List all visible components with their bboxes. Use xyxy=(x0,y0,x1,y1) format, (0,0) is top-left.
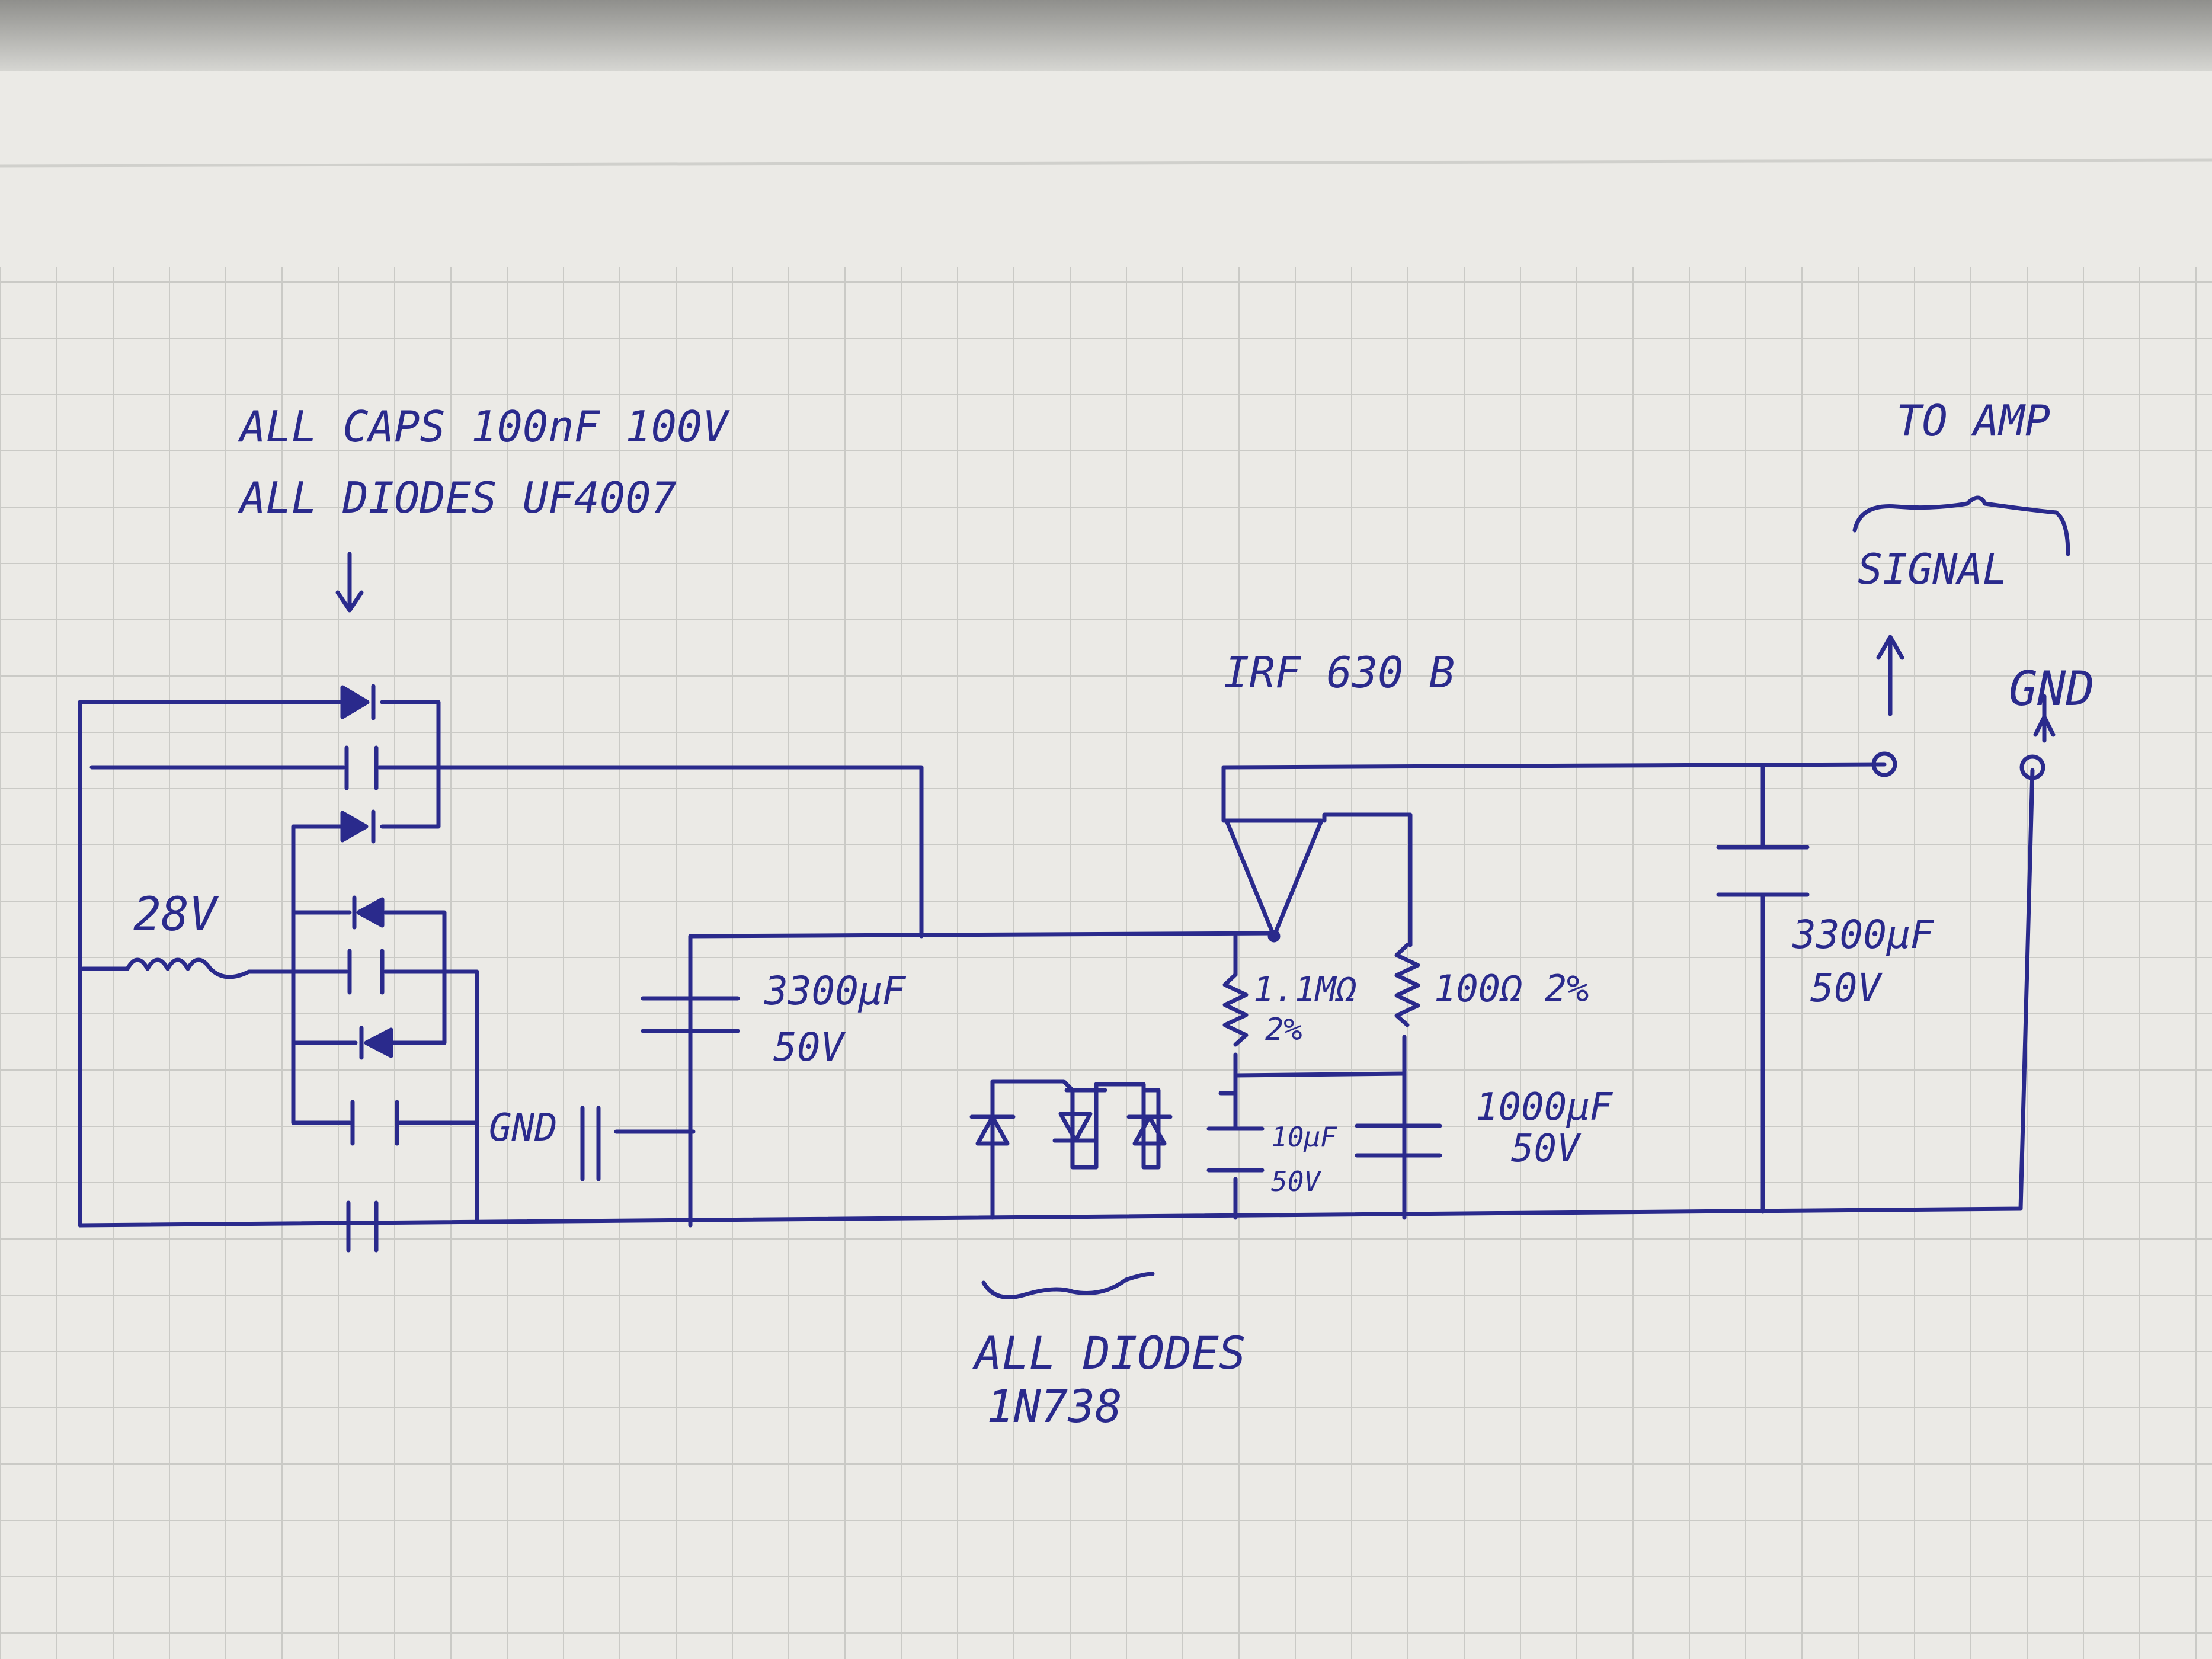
resistor-r2-icon xyxy=(1394,943,1420,1027)
label-gnd-left: GND xyxy=(489,1106,558,1150)
squiggle-icon xyxy=(981,1272,1155,1299)
terminal-signal xyxy=(1871,751,1897,777)
label-to-amp: TO AMP xyxy=(1896,396,2050,446)
c-small-voltage: 50V xyxy=(1271,1165,1321,1197)
label-mosfet: IRF 630 B xyxy=(1224,648,1455,697)
c-small-value: 10µF xyxy=(1271,1121,1337,1153)
c-out-voltage: 50V xyxy=(1810,965,1883,1011)
label-signal: SIGNAL xyxy=(1858,545,2008,594)
r2-value: 100Ω 2% xyxy=(1434,967,1589,1010)
c-mid-voltage: 50V xyxy=(1511,1127,1582,1171)
label-gnd-right: GND xyxy=(2009,661,2095,716)
zener-d5-icon xyxy=(975,1114,1010,1146)
c-out-value: 3300µF xyxy=(1792,912,1935,957)
diode-d3-icon xyxy=(356,897,385,928)
c-filter1-value: 3300µF xyxy=(764,968,907,1014)
c-mid-value: 1000µF xyxy=(1475,1085,1614,1129)
wire-ground-rail xyxy=(78,768,2035,1228)
brace-icon xyxy=(1852,495,2070,556)
diode-d4-icon xyxy=(364,1027,393,1058)
resistor-r1-icon xyxy=(1222,972,1249,1047)
note-diodes-top: ALL DIODES UF4007 xyxy=(238,473,677,523)
note-caps: ALL CAPS 100nF 100V xyxy=(238,402,730,451)
c-filter1-voltage: 50V xyxy=(773,1024,846,1070)
arrow-down-icon xyxy=(335,552,364,613)
mosfet-icon xyxy=(1322,812,1413,838)
paper-top-edge xyxy=(0,0,2212,77)
diode-d2-icon xyxy=(340,811,369,843)
wire-top-diode-row xyxy=(78,700,441,829)
transformer-coil-icon xyxy=(125,957,213,971)
note-diodes-bottom-1: ALL DIODES xyxy=(972,1327,1246,1379)
paper-grid xyxy=(0,267,2212,1659)
diode-d1-icon xyxy=(340,685,370,719)
zener-d7-icon xyxy=(1132,1114,1167,1146)
r1-tol: 2% xyxy=(1265,1012,1302,1048)
note-diodes-bottom-2: 1N738 xyxy=(987,1380,1122,1433)
r1-value: 1.1MΩ xyxy=(1253,969,1357,1010)
label-28v: 28V xyxy=(133,888,219,941)
zener-d6-icon xyxy=(1058,1112,1093,1143)
wire-drain-top xyxy=(1221,762,1887,770)
terminal-gnd xyxy=(2019,754,2045,780)
